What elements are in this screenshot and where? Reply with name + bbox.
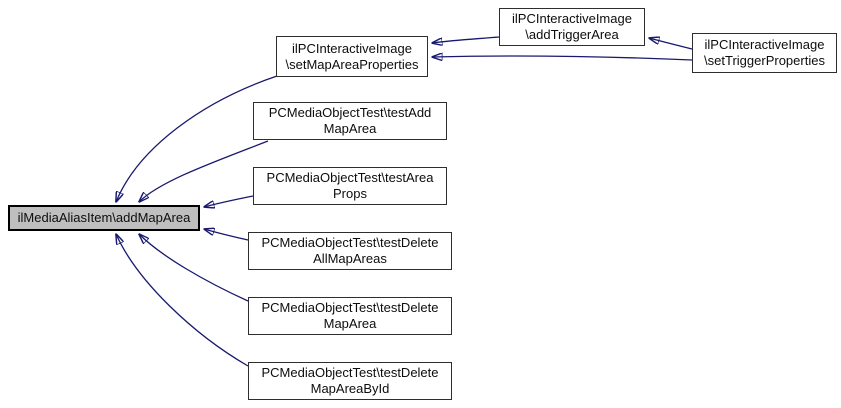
edge-testDeleteAllMapAreas-addMapArea — [204, 229, 249, 241]
edge-testAreaProps-addMapArea — [204, 195, 254, 207]
node-testDeleteAllMapAreas-label-line1: PCMediaObjectTest\testDelete — [261, 235, 439, 250]
edge-addTriggerArea-setMapAreaProperties — [432, 36, 500, 43]
node-testAreaProps-label-line1: PCMediaObjectTest\testArea — [266, 170, 434, 185]
node-testAddMapArea-label-line1: PCMediaObjectTest\testAdd — [268, 105, 432, 120]
node-testDeleteMapArea-label-line1: PCMediaObjectTest\testDelete — [261, 300, 439, 315]
node-testDeleteMapArea[interactable]: PCMediaObjectTest\testDelete MapArea — [248, 297, 452, 335]
node-testDeleteAllMapAreas[interactable]: PCMediaObjectTest\testDelete AllMapAreas — [248, 232, 452, 270]
node-setTriggerProperties-label-line2: \setTriggerProperties — [704, 53, 825, 68]
node-testDeleteMapAreaById[interactable]: PCMediaObjectTest\testDelete MapAreaById — [248, 362, 452, 400]
node-setTriggerProperties-label-line1: ilPCInteractiveImage — [704, 37, 825, 52]
node-setMapAreaProperties[interactable]: ilPCInteractiveImage \setMapAreaProperti… — [276, 36, 428, 77]
node-addMapArea-label: ilMediaAliasItem\addMapArea — [17, 210, 191, 225]
node-addTriggerArea-label-line1: ilPCInteractiveImage — [512, 11, 632, 26]
node-testAreaProps[interactable]: PCMediaObjectTest\testArea Props — [253, 167, 447, 205]
edge-setTriggerProperties-addTriggerArea — [649, 38, 693, 50]
node-addTriggerArea-label-line2: \addTriggerArea — [525, 27, 619, 42]
edge-testDeleteMapAreaById-addMapArea — [116, 234, 249, 367]
node-testAreaProps-label-line2: Props — [333, 186, 367, 201]
edge-setTriggerProperties-setMapAreaProperties — [432, 56, 693, 60]
node-addTriggerArea[interactable]: ilPCInteractiveImage \addTriggerArea — [499, 8, 645, 46]
edge-setMapAreaProperties-addMapArea — [116, 75, 278, 202]
node-setMapAreaProperties-label-line1: ilPCInteractiveImage — [292, 40, 412, 56]
node-setMapAreaProperties-label-line2: \setMapAreaProperties — [285, 56, 419, 72]
node-addMapArea: ilMediaAliasItem\addMapArea — [8, 205, 200, 231]
node-testAddMapArea[interactable]: PCMediaObjectTest\testAdd MapArea — [253, 102, 447, 140]
node-testDeleteAllMapAreas-label-line2: AllMapAreas — [313, 251, 387, 266]
edge-testDeleteMapArea-addMapArea — [139, 234, 249, 302]
node-testDeleteMapAreaById-label-line1: PCMediaObjectTest\testDelete — [261, 365, 439, 380]
node-testDeleteMapAreaById-label-line2: MapAreaById — [310, 381, 390, 396]
node-setTriggerProperties[interactable]: ilPCInteractiveImage \setTriggerProperti… — [692, 33, 837, 73]
node-testAddMapArea-label-line2: MapArea — [323, 121, 377, 136]
node-testDeleteMapArea-label-line2: MapArea — [323, 316, 377, 331]
edge-testAddMapArea-addMapArea — [139, 140, 269, 202]
